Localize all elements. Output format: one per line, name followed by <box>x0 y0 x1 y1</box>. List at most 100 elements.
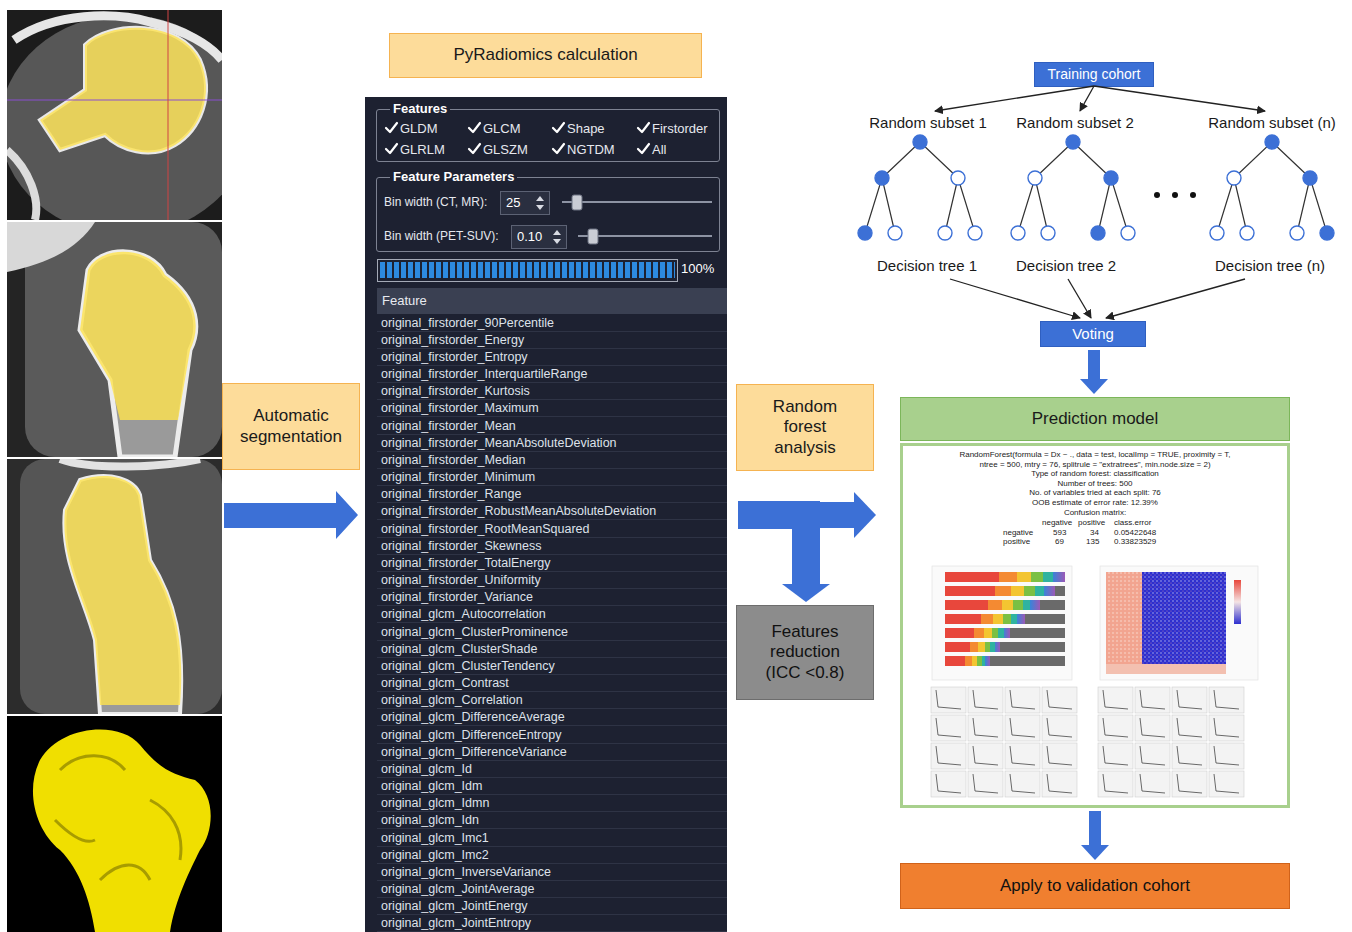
ct-image <box>7 10 222 220</box>
step-box: Features reduction (ICC <0.8) <box>736 605 874 700</box>
spin-box: 0.10 <box>511 225 567 249</box>
table-cell: original_glcm_Contrast <box>377 675 727 692</box>
table-cell: original_firstorder_RootMeanSquared <box>377 521 727 538</box>
slider <box>572 195 582 210</box>
table-cell: original_firstorder_InterquartileRange <box>377 366 727 383</box>
depth-chart <box>932 566 1072 680</box>
checkbox-tick <box>553 144 564 153</box>
ct-image <box>7 222 222 457</box>
prediction-heatmap <box>1142 572 1226 664</box>
model-header: Prediction model <box>900 397 1290 441</box>
progress-bar <box>378 260 678 282</box>
parameter-label: Bin width (CT, MR): <box>384 195 487 209</box>
checkbox-tick <box>553 123 564 132</box>
checkbox-label: GLRLM <box>400 142 445 158</box>
node-text: Voting <box>1072 325 1114 343</box>
tree-node <box>1066 135 1080 149</box>
tree-node <box>1303 171 1317 185</box>
arrow-line <box>1094 86 1265 111</box>
output-text: Type of random forest: classification <box>955 469 1235 479</box>
tree-node <box>1265 135 1279 149</box>
depth-chart <box>932 566 1072 680</box>
node-text: PyRadiomics calculation <box>453 45 637 65</box>
tree-node <box>858 226 872 240</box>
checkbox-tick <box>386 144 397 153</box>
tree-node <box>888 226 902 240</box>
femur-3d-render <box>7 716 222 932</box>
tree-node <box>1011 226 1025 240</box>
node-text: Prediction model <box>1032 409 1159 429</box>
femur-3d-render <box>33 729 211 932</box>
table-cell: original_glcm_Correlation <box>377 692 727 709</box>
tree-node <box>1041 226 1055 240</box>
depth-chart <box>1040 600 1065 610</box>
checkbox-tick <box>469 123 480 132</box>
tree-node <box>1290 226 1304 240</box>
node-text: 0.10 <box>517 229 542 245</box>
arrow-head <box>782 584 830 602</box>
table-cell: original_glcm_DifferenceEntropy <box>377 727 727 744</box>
slider <box>578 235 712 237</box>
table-cell: original_firstorder_Entropy <box>377 349 727 366</box>
table-cell: original_glcm_JointAverage <box>377 881 727 898</box>
output-box: Apply to validation cohort <box>900 863 1290 909</box>
table-cell: original_glcm_DifferenceVariance <box>377 744 727 761</box>
depth-chart <box>945 642 1000 652</box>
tree-node <box>1240 226 1254 240</box>
prediction-heatmap <box>1100 566 1258 680</box>
output-text: Confusion matrix: <box>955 508 1235 518</box>
depth-chart <box>945 628 1010 638</box>
node-text: Apply to validation cohort <box>1000 876 1190 896</box>
spin-box: 25 <box>500 191 550 215</box>
table-cell: original_glcm_JointEntropy <box>377 915 727 932</box>
depth-chart <box>990 656 1065 666</box>
checkbox-label: All <box>652 142 666 158</box>
node-text: 25 <box>506 195 520 211</box>
output-text: RandomForest(formula = Dx ~ ., data = te… <box>955 450 1235 469</box>
output-text: 135 <box>1086 537 1099 547</box>
step-box: Automatic segmentation <box>222 383 360 470</box>
ct-image <box>40 28 206 153</box>
voting-box: Voting <box>1040 321 1146 347</box>
flow-arrow <box>1080 350 1108 394</box>
depth-chart <box>1025 614 1065 624</box>
ct-image <box>7 222 222 457</box>
table-cell: original_glcm_ClusterTendency <box>377 658 727 675</box>
arrow-shaft <box>738 502 854 528</box>
output-text: OOB estimate of error rate: 12.39% <box>955 498 1235 508</box>
femur-3d-render <box>55 756 181 880</box>
prediction-heatmap <box>1234 580 1241 624</box>
cohort-box: Training cohort <box>1034 62 1154 87</box>
parameter-label: Bin width (PET-SUV): <box>384 229 499 243</box>
tree-node <box>1104 171 1118 185</box>
parameter-label: Feature Parameters <box>390 169 517 185</box>
checkbox-tick <box>386 123 649 153</box>
step-box: Random forest analysis <box>736 384 874 471</box>
checkbox-tick <box>386 123 397 132</box>
depth-chart <box>945 600 1040 610</box>
ct-image <box>64 476 181 714</box>
output-text: class.error <box>1114 518 1151 528</box>
arrow-shaft <box>1088 350 1100 379</box>
table-cell: original_glcm_Autocorrelation <box>377 606 727 623</box>
feature-table: Featureoriginal_firstorder_90Percentileo… <box>377 288 727 932</box>
ct-image <box>7 100 222 101</box>
output-text: No. of variables tried at each split: 76 <box>955 488 1235 498</box>
ct-image <box>80 252 196 457</box>
ct-image <box>168 10 169 220</box>
flow-arrow <box>1081 811 1109 860</box>
checkbox-tick <box>638 123 649 132</box>
variable-grid <box>930 686 1078 798</box>
table-cell: original_glcm_Idn <box>377 812 727 829</box>
table-cell: original_firstorder_Range <box>377 486 727 503</box>
title-box: PyRadiomics calculation <box>389 33 702 78</box>
tree-node <box>938 226 952 240</box>
table-cell: original_firstorder_TotalEnergy <box>377 555 727 572</box>
tree-label: Decision tree 1 <box>877 257 977 275</box>
prediction-heatmap <box>1106 664 1226 674</box>
subset-label: Random subset 2 <box>1016 114 1134 132</box>
depth-chart <box>1055 586 1065 596</box>
depth-chart <box>945 572 1065 582</box>
checkbox-tick <box>638 144 649 153</box>
